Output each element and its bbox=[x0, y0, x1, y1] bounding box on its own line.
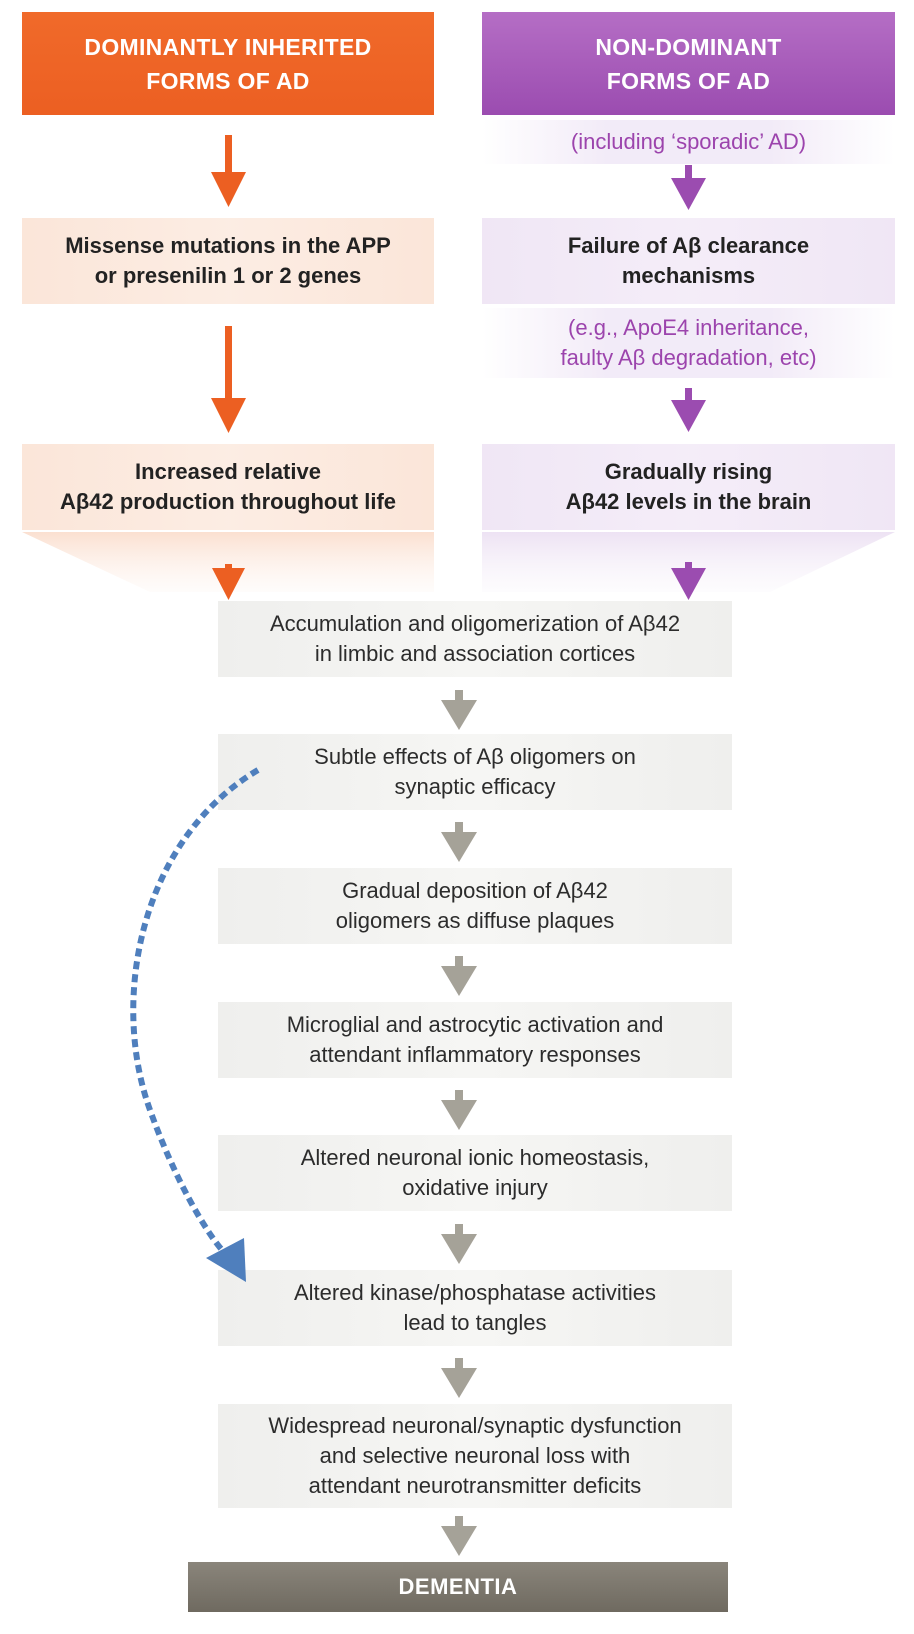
grey-arrow-2 bbox=[441, 822, 477, 862]
note-apoe4: (e.g., ApoE4 inheritance, faulty Aβ degr… bbox=[482, 308, 895, 378]
box-increased-ab42: Increased relative Aβ42 production throu… bbox=[22, 444, 434, 530]
orange-arrow-1 bbox=[211, 135, 246, 207]
orange-arrow-2 bbox=[211, 326, 246, 433]
grey-arrows bbox=[441, 690, 477, 1556]
funnel-left bbox=[22, 532, 434, 592]
box-clearance-failure: Failure of Aβ clearance mechanisms bbox=[482, 218, 895, 304]
cascade-step-oxidative-injury: Altered neuronal ionic homeostasis, oxid… bbox=[218, 1135, 732, 1211]
grey-arrow-6 bbox=[441, 1358, 477, 1398]
purple-arrow-3 bbox=[671, 562, 706, 600]
header-dominantly-inherited: DOMINANTLY INHERITED FORMS OF AD bbox=[22, 12, 434, 115]
note-sporadic: (including ‘sporadic’ AD) bbox=[482, 120, 895, 164]
purple-arrow-1 bbox=[671, 165, 706, 210]
purple-arrow-2 bbox=[671, 388, 706, 432]
cascade-step-diffuse-plaques: Gradual deposition of Aβ42 oligomers as … bbox=[218, 868, 732, 944]
grey-arrow-7 bbox=[441, 1516, 477, 1556]
blue-dashed-arrow bbox=[130, 767, 260, 1252]
grey-arrow-4 bbox=[441, 1090, 477, 1130]
cascade-step-neuronal-loss: Widespread neuronal/synaptic dysfunction… bbox=[218, 1404, 732, 1508]
grey-arrow-5 bbox=[441, 1224, 477, 1264]
blue-arrow-head bbox=[206, 1238, 246, 1282]
cascade-step-inflammation: Microglial and astrocytic activation and… bbox=[218, 1002, 732, 1078]
grey-arrow-3 bbox=[441, 956, 477, 996]
cascade-step-synaptic-efficacy: Subtle effects of Aβ oligomers on synapt… bbox=[218, 734, 732, 810]
cascade-step-accumulation: Accumulation and oligomerization of Aβ42… bbox=[218, 601, 732, 677]
box-missense-mutations: Missense mutations in the APP or preseni… bbox=[22, 218, 434, 304]
box-rising-ab42: Gradually rising Aβ42 levels in the brai… bbox=[482, 444, 895, 530]
orange-arrow-3 bbox=[212, 564, 245, 600]
cascade-step-tangles: Altered kinase/phosphatase activities le… bbox=[218, 1270, 732, 1346]
grey-arrow-1 bbox=[441, 690, 477, 730]
dementia-outcome: DEMENTIA bbox=[188, 1562, 728, 1612]
header-non-dominant: NON-DOMINANT FORMS OF AD bbox=[482, 12, 895, 115]
